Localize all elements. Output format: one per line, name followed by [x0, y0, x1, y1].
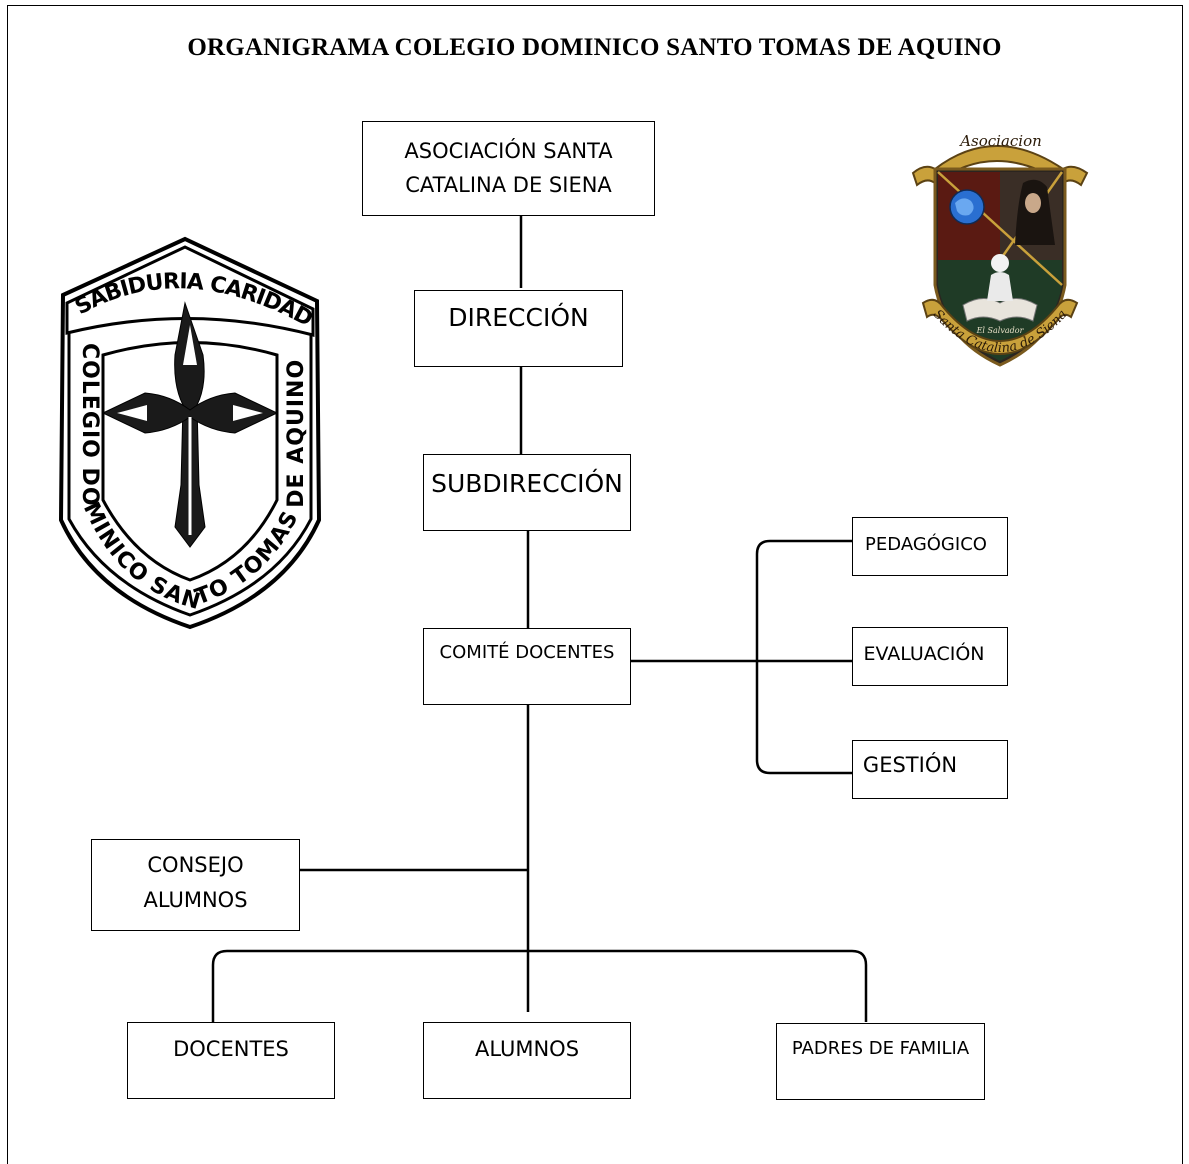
node-gestion: GESTIÓN	[852, 740, 1008, 799]
node-evaluacion: EVALUACIÓN	[852, 627, 1008, 686]
node-docentes-label: DOCENTES	[173, 1037, 289, 1061]
node-direccion: DIRECCIÓN	[414, 290, 623, 367]
crest-small-text: El Salvador	[976, 326, 1025, 335]
node-alumnos-label: ALUMNOS	[474, 1037, 580, 1061]
shield-crest-icon: Asociacion El Salvador Santa Catalina d	[911, 132, 1089, 367]
node-docentes: DOCENTES	[127, 1022, 335, 1099]
node-asociacion-label: ASOCIACIÓN SANTA CATALINA DE SIENA	[404, 139, 613, 197]
node-pedagogico-label: PEDAGÓGICO	[865, 534, 987, 555]
dominican-cross-icon	[101, 301, 279, 548]
node-pedagogico: PEDAGÓGICO	[852, 517, 1008, 576]
node-asociacion: ASOCIACIÓN SANTA CATALINA DE SIENA	[362, 121, 655, 216]
colegio-dominico-logo: SABIDURIA CARIDAD Y PAZ COLEGIO DOMINICO…	[55, 235, 323, 630]
node-consejo-alumnos-label: CONSEJO ALUMNOS	[143, 853, 248, 912]
node-comite-docentes: COMITÉ DOCENTES	[423, 628, 631, 705]
crest-top-banner: Asociacion	[958, 132, 1042, 150]
node-comite-docentes-label: COMITÉ DOCENTES	[439, 642, 615, 663]
node-direccion-label: DIRECCIÓN	[448, 303, 589, 332]
page-frame	[7, 5, 1183, 1164]
node-gestion-label: GESTIÓN	[862, 753, 958, 777]
chart-title: ORGANIGRAMA COLEGIO DOMINICO SANTO TOMAS…	[187, 34, 1002, 61]
node-padres-de-familia-label: PADRES DE FAMILIA	[791, 1038, 970, 1059]
node-consejo-alumnos: CONSEJO ALUMNOS	[91, 839, 300, 931]
node-subdireccion-label: SUBDIRECCIÓN	[431, 469, 623, 498]
node-evaluacion-label: EVALUACIÓN	[863, 643, 985, 665]
node-alumnos: ALUMNOS	[423, 1022, 631, 1099]
node-subdireccion: SUBDIRECCIÓN	[423, 454, 631, 531]
asociacion-crest-logo: Asociacion El Salvador Santa Catalina d	[911, 132, 1089, 367]
node-padres-de-familia: PADRES DE FAMILIA	[776, 1023, 985, 1100]
